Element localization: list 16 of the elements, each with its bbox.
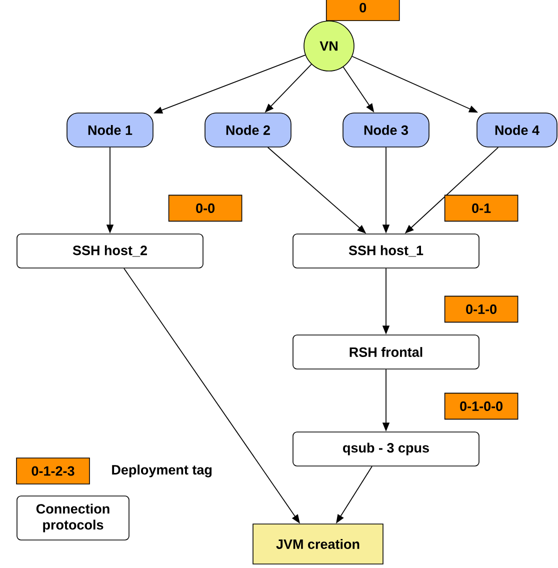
- legend-text: Deployment tag: [112, 464, 212, 478]
- deployment-tag: 0-1: [444, 194, 518, 222]
- legend-box: Connection protocols: [16, 496, 130, 540]
- jvm-box: JVM creation: [252, 524, 384, 564]
- deployment-tag: 0-1-0: [444, 296, 518, 323]
- protocol-box: SSH host_1: [292, 234, 480, 268]
- protocol-box: RSH frontal: [292, 334, 480, 370]
- node-pill: Node 2: [204, 112, 292, 148]
- node-pill: Node 1: [66, 112, 154, 148]
- protocol-box: qsub - 3 cpus: [292, 432, 480, 466]
- deployment-tag: 0-1-0-0: [444, 392, 518, 420]
- protocol-box: SSH host_2: [16, 234, 204, 268]
- node-pill: Node 4: [476, 112, 558, 148]
- deployment-tag: 0-0: [168, 194, 242, 222]
- node-pill: Node 3: [342, 112, 430, 148]
- deployment-tag: 0: [326, 0, 400, 22]
